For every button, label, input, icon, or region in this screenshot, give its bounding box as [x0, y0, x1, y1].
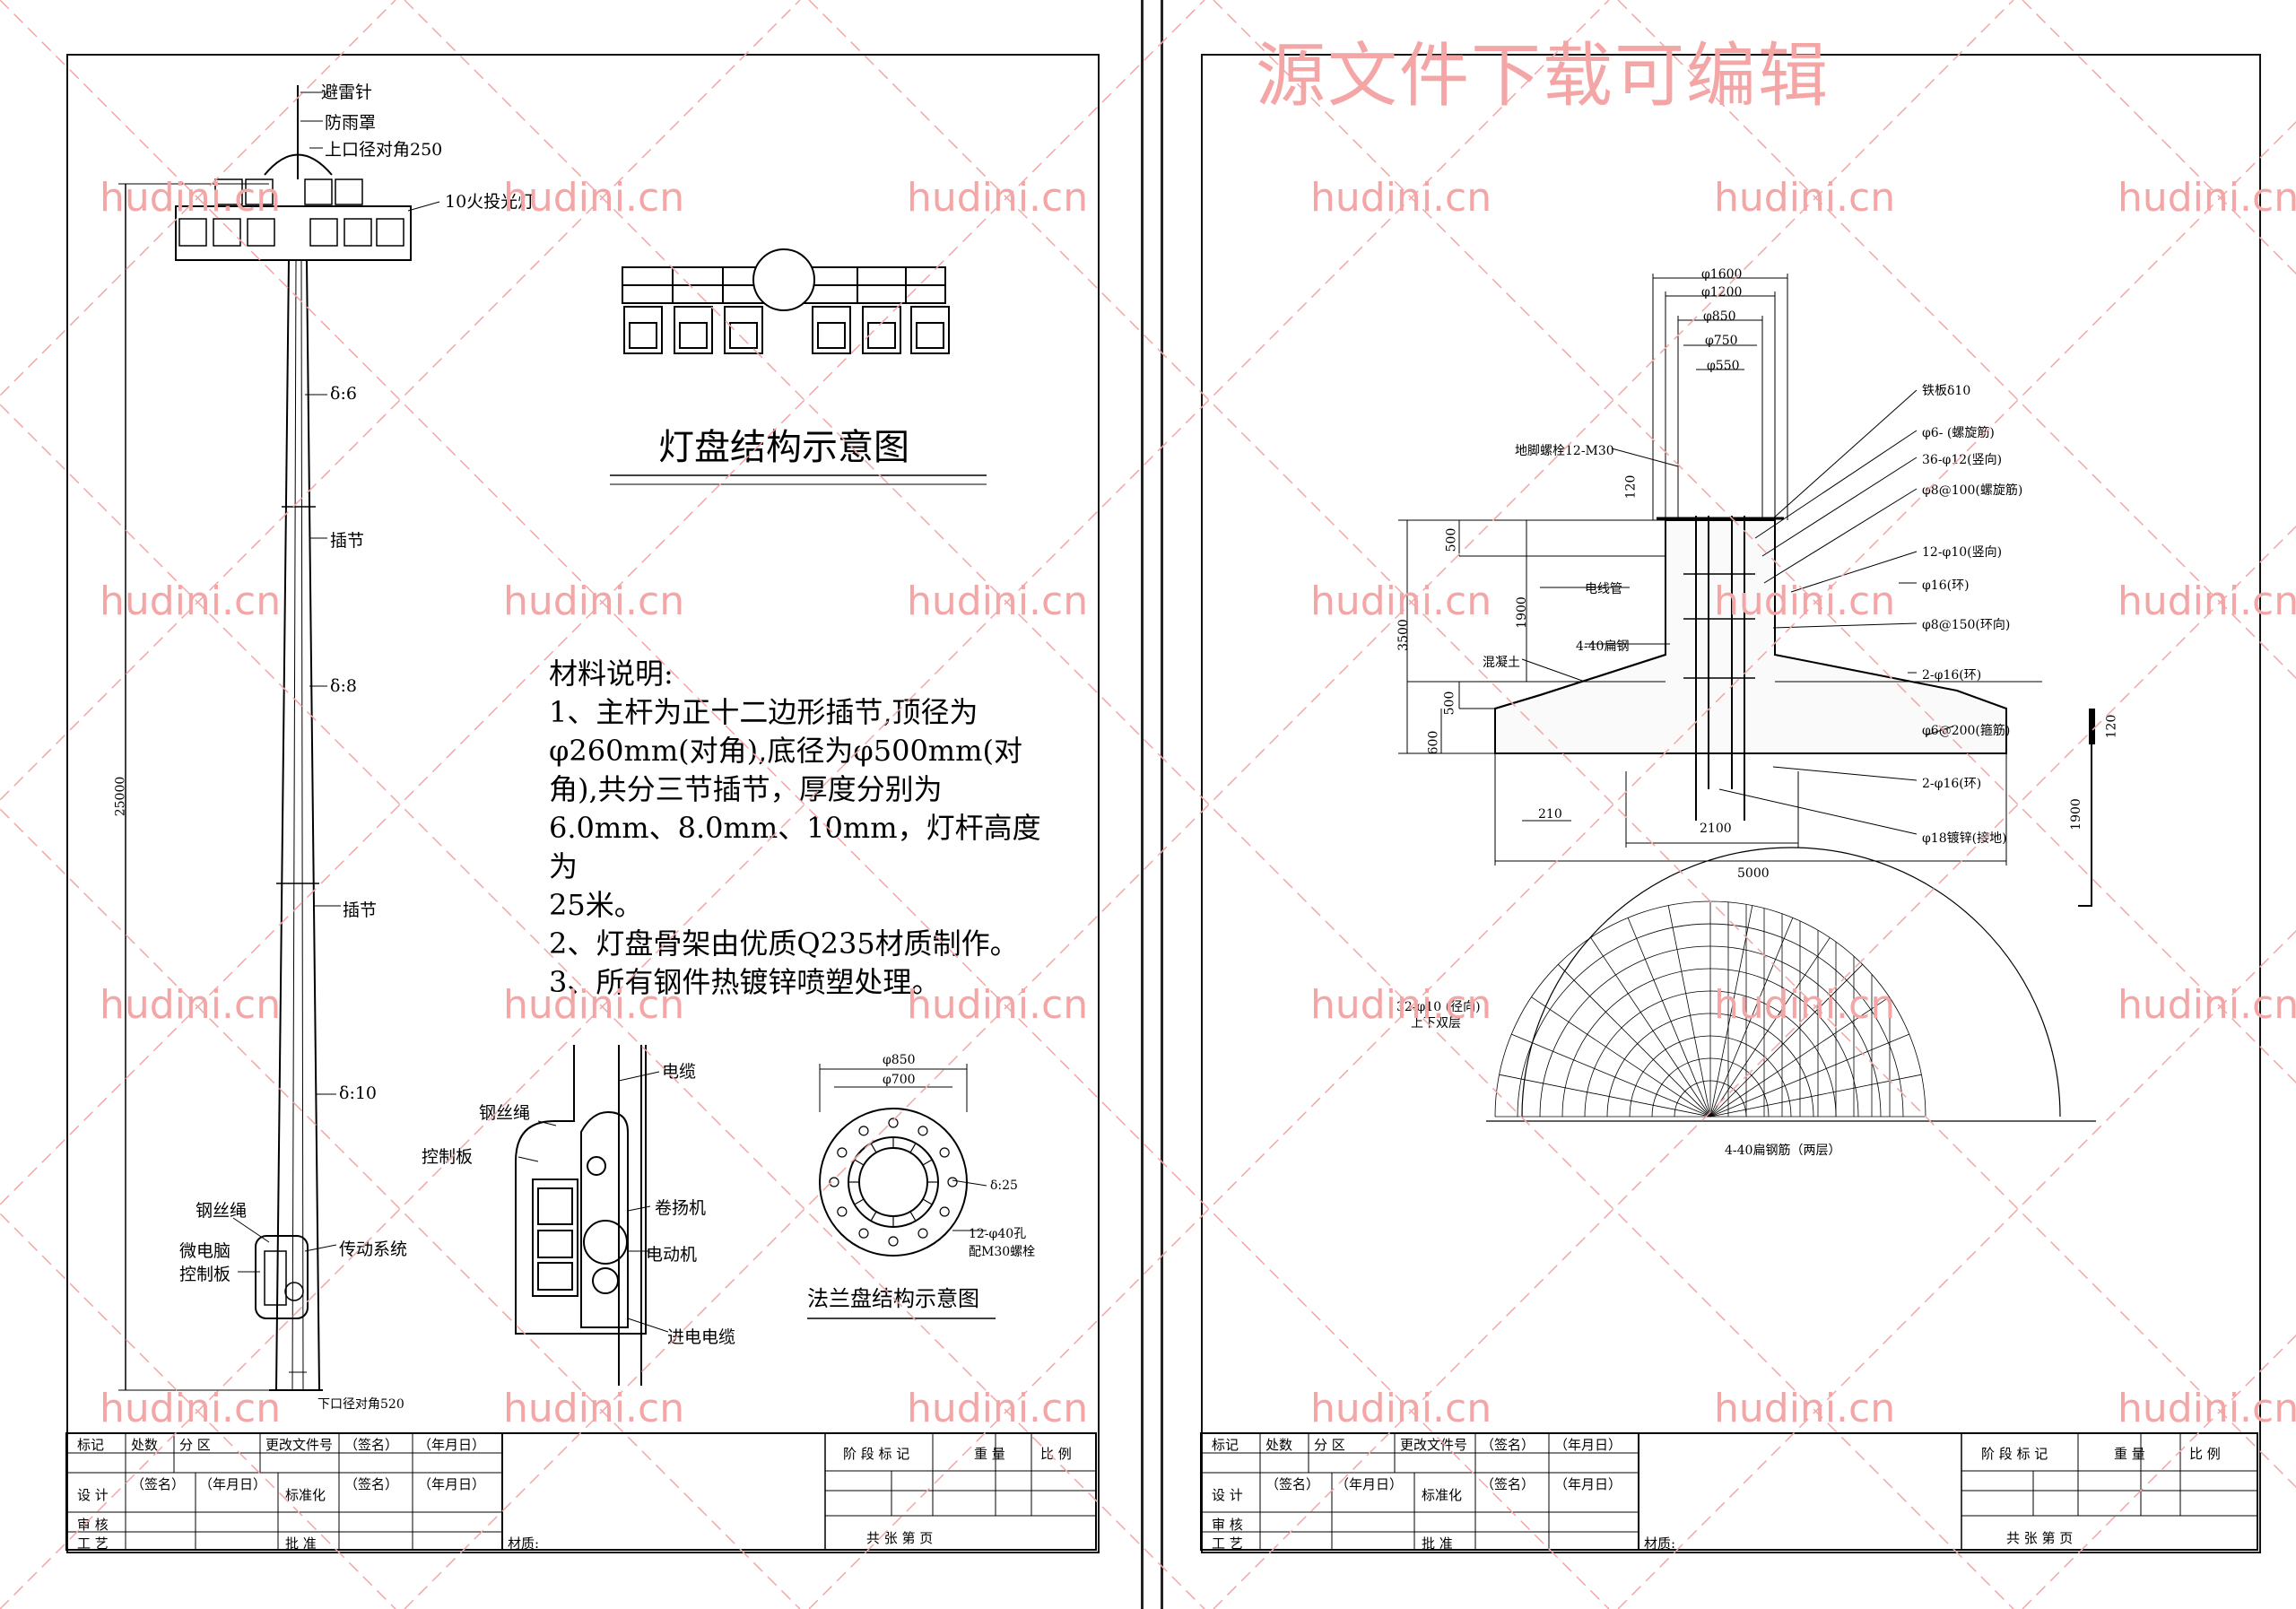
tb-r-review: 审 核: [1212, 1517, 1243, 1533]
watermark-banner: 源文件下载可编辑: [1256, 36, 1831, 117]
tb-r-design-sign: （签名）: [1265, 1476, 1320, 1492]
tb-r-count: 处数: [1265, 1437, 1293, 1453]
tb-r-standard-date: （年月日）: [1554, 1476, 1622, 1492]
drawing-sheet-left: 避雷针 防雨罩 上口径对角250 10火投光灯 δ:6 插节 δ:8 插节 δ:…: [0, 0, 1144, 1609]
tb-approve: 批 准: [285, 1535, 317, 1552]
tb-r-mark: 标记: [1212, 1437, 1239, 1453]
watermark-text: hudini.cn: [1714, 578, 1896, 624]
tb-review: 审 核: [77, 1517, 109, 1533]
tb-r-standard: 标准化: [1422, 1487, 1463, 1503]
tb-r-standard-sign: （签名）: [1481, 1476, 1535, 1492]
watermark-text: hudini.cn: [503, 1386, 685, 1431]
tb-standard-sign: （签名）: [344, 1476, 399, 1492]
watermark-text: hudini.cn: [2118, 1386, 2296, 1431]
watermark-text: hudini.cn: [503, 982, 685, 1028]
tb-stage: 阶 段 标 记: [843, 1446, 910, 1462]
tb-zone: 分 区: [179, 1437, 211, 1453]
watermark-text: hudini.cn: [2118, 175, 2296, 221]
tb-date: （年月日）: [418, 1437, 486, 1453]
watermark-text: hudini.cn: [1714, 175, 1896, 221]
tb-design: 设 计: [77, 1487, 109, 1503]
title-block-left: [65, 1432, 1097, 1551]
watermark-text: hudini.cn: [1310, 175, 1492, 221]
watermark-text: hudini.cn: [100, 578, 282, 624]
watermark-text: hudini.cn: [907, 1386, 1089, 1431]
tb-weight: 重 量: [974, 1446, 1005, 1462]
tb-r-weight: 重 量: [2114, 1446, 2145, 1462]
watermark-text: hudini.cn: [907, 175, 1089, 221]
watermark-text: hudini.cn: [907, 982, 1089, 1028]
tb-r-scale: 比 例: [2189, 1446, 2221, 1462]
watermark-text: hudini.cn: [100, 175, 282, 221]
tb-r-design-date: （年月日）: [1335, 1476, 1404, 1492]
watermark-text: hudini.cn: [100, 982, 282, 1028]
tb-material: 材质:: [508, 1535, 540, 1552]
tb-mark: 标记: [77, 1437, 105, 1453]
watermark-text: hudini.cn: [1310, 982, 1492, 1028]
tb-change-file: 更改文件号: [265, 1437, 334, 1453]
tb-sign: （签名）: [344, 1437, 399, 1453]
tb-count: 处数: [131, 1437, 159, 1453]
tb-r-zone: 分 区: [1314, 1437, 1345, 1453]
tb-r-stage: 阶 段 标 记: [1981, 1446, 2048, 1462]
tb-r-date: （年月日）: [1554, 1437, 1622, 1453]
tb-sheets: 共 张 第 页: [866, 1530, 934, 1546]
tb-r-process: 工 艺: [1212, 1535, 1243, 1552]
tb-scale: 比 例: [1040, 1446, 1072, 1462]
watermark-text: hudini.cn: [1714, 982, 1896, 1028]
tb-r-approve: 批 准: [1422, 1535, 1453, 1552]
watermark-text: hudini.cn: [907, 578, 1089, 624]
watermark-text: hudini.cn: [503, 578, 685, 624]
watermark-text: hudini.cn: [1714, 1386, 1896, 1431]
tb-process: 工 艺: [77, 1535, 109, 1552]
tb-r-design: 设 计: [1212, 1487, 1243, 1503]
watermark-text: hudini.cn: [503, 175, 685, 221]
tb-design-sign: （签名）: [131, 1476, 186, 1492]
tb-r-change-file: 更改文件号: [1400, 1437, 1468, 1453]
tb-r-sheets: 共 张 第 页: [2006, 1530, 2074, 1546]
title-block-right: [1200, 1432, 2258, 1551]
watermark-text: hudini.cn: [2118, 578, 2296, 624]
watermark-text: hudini.cn: [1310, 1386, 1492, 1431]
tb-design-date: （年月日）: [199, 1476, 267, 1492]
tb-r-material: 材质:: [1644, 1535, 1676, 1552]
tb-r-sign: （签名）: [1481, 1437, 1535, 1453]
watermark-text: hudini.cn: [100, 1386, 282, 1431]
tb-standard-date: （年月日）: [418, 1476, 486, 1492]
watermark-text: hudini.cn: [1310, 578, 1492, 624]
watermark-text: hudini.cn: [2118, 982, 2296, 1028]
drawing-sheet-right: φ1600 φ1200 φ850 φ750 φ550 铁板δ10 φ6- (螺旋…: [1161, 0, 2296, 1609]
tb-standard: 标准化: [285, 1487, 326, 1503]
